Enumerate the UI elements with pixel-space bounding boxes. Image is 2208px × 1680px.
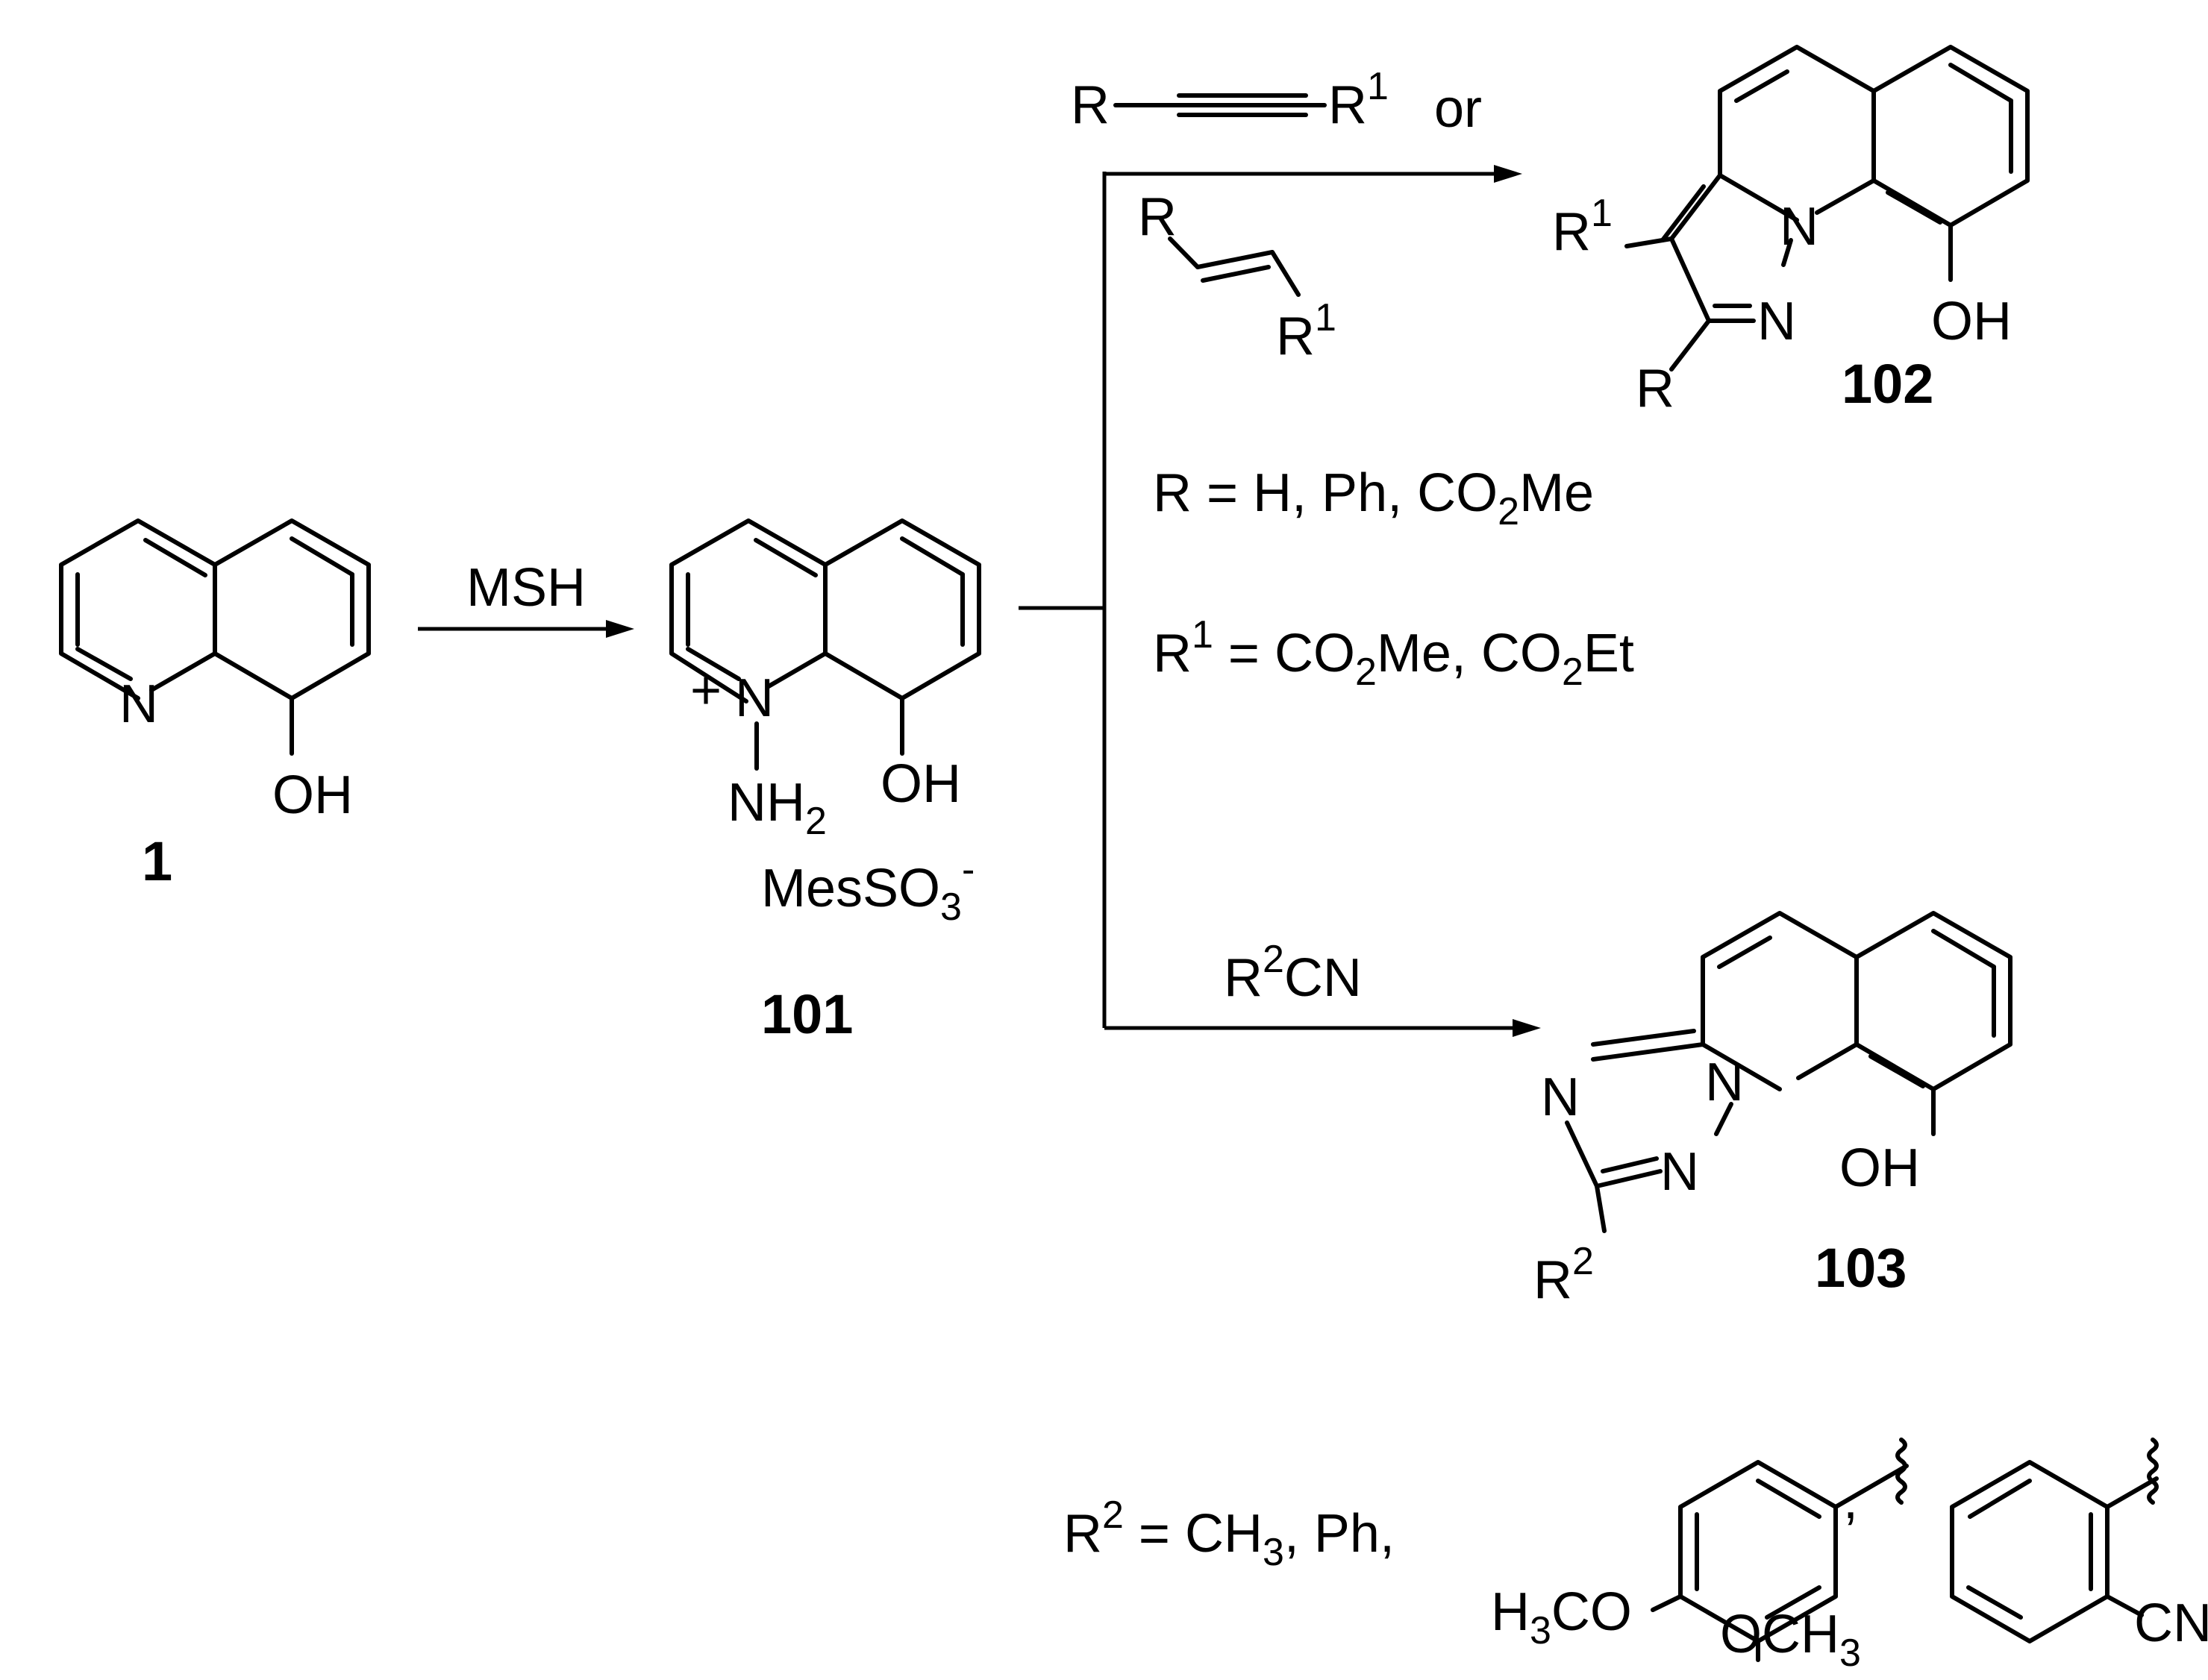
dimethoxyphenyl-structure: H3CO OCH3 bbox=[1491, 1438, 1909, 1675]
reagent-nitrile: R2CN bbox=[1224, 938, 1362, 1008]
compound-1-structure: N OH bbox=[59, 518, 371, 825]
alkyne-r-label: R bbox=[1071, 75, 1110, 135]
compound-101-plus: + bbox=[690, 661, 722, 721]
reagent-alkene: R R1 bbox=[1138, 187, 1336, 366]
compound-102-oh-label: OH bbox=[1931, 292, 2012, 351]
compound-102-r1-label: R1 bbox=[1552, 192, 1613, 262]
compound-1-oh-label: OH bbox=[272, 765, 353, 825]
r-definition: R = H, Ph, CO2Me bbox=[1153, 463, 1594, 533]
compound-103-n1-label: N bbox=[1541, 1068, 1580, 1127]
compound-102-number: 102 bbox=[1842, 353, 1933, 415]
compound-102-n2-label: N bbox=[1757, 292, 1796, 351]
cn-label: CN bbox=[2134, 1593, 2208, 1653]
alkene-r1-label: R1 bbox=[1276, 296, 1336, 366]
compound-103-n2-label: N bbox=[1660, 1142, 1699, 1202]
compound-101-nh2-label: NH2 bbox=[728, 773, 827, 843]
branch-connector bbox=[1019, 165, 1541, 1037]
compound-102-structure: N N R1 R OH bbox=[1552, 45, 2030, 419]
compound-101-oh-label: OH bbox=[881, 754, 961, 814]
compound-101-n-label: N bbox=[735, 668, 774, 728]
compound-103-number: 103 bbox=[1815, 1237, 1907, 1299]
h3co-label: H3CO bbox=[1491, 1582, 1632, 1652]
compound-101-structure: + N NH2 OH MesSO3- bbox=[669, 518, 981, 929]
compound-103-n3-label: N bbox=[1705, 1053, 1744, 1112]
compound-101-counterion: MesSO3- bbox=[761, 848, 975, 929]
reagent-alkyne: R R1 or bbox=[1071, 65, 1482, 139]
r1-definition: R1 = CO2Me, CO2Et bbox=[1153, 613, 1634, 694]
och3-label: OCH3 bbox=[1720, 1605, 1861, 1675]
r2-definition: R2 = CH3, Ph, bbox=[1063, 1493, 1395, 1574]
compound-102-r-label: R bbox=[1636, 359, 1674, 419]
separator-comma: , bbox=[1843, 1470, 1858, 1530]
compound-1-n-label: N bbox=[119, 674, 158, 734]
alkyne-r1-label: R1 bbox=[1328, 65, 1389, 135]
compound-101-number: 101 bbox=[761, 983, 853, 1045]
compound-102-n1-label: N bbox=[1780, 197, 1818, 257]
compound-103-oh-label: OH bbox=[1839, 1138, 1920, 1198]
compound-103-r2-label: R2 bbox=[1533, 1240, 1594, 1310]
reagent-msh: MSH bbox=[466, 558, 586, 618]
compound-1-number: 1 bbox=[142, 830, 172, 892]
or-text: or bbox=[1434, 79, 1482, 139]
cyanophenyl-structure: CN bbox=[1950, 1438, 2208, 1653]
arrow-msh bbox=[418, 620, 634, 638]
compound-103-structure: N N N R2 OH bbox=[1533, 911, 2012, 1310]
